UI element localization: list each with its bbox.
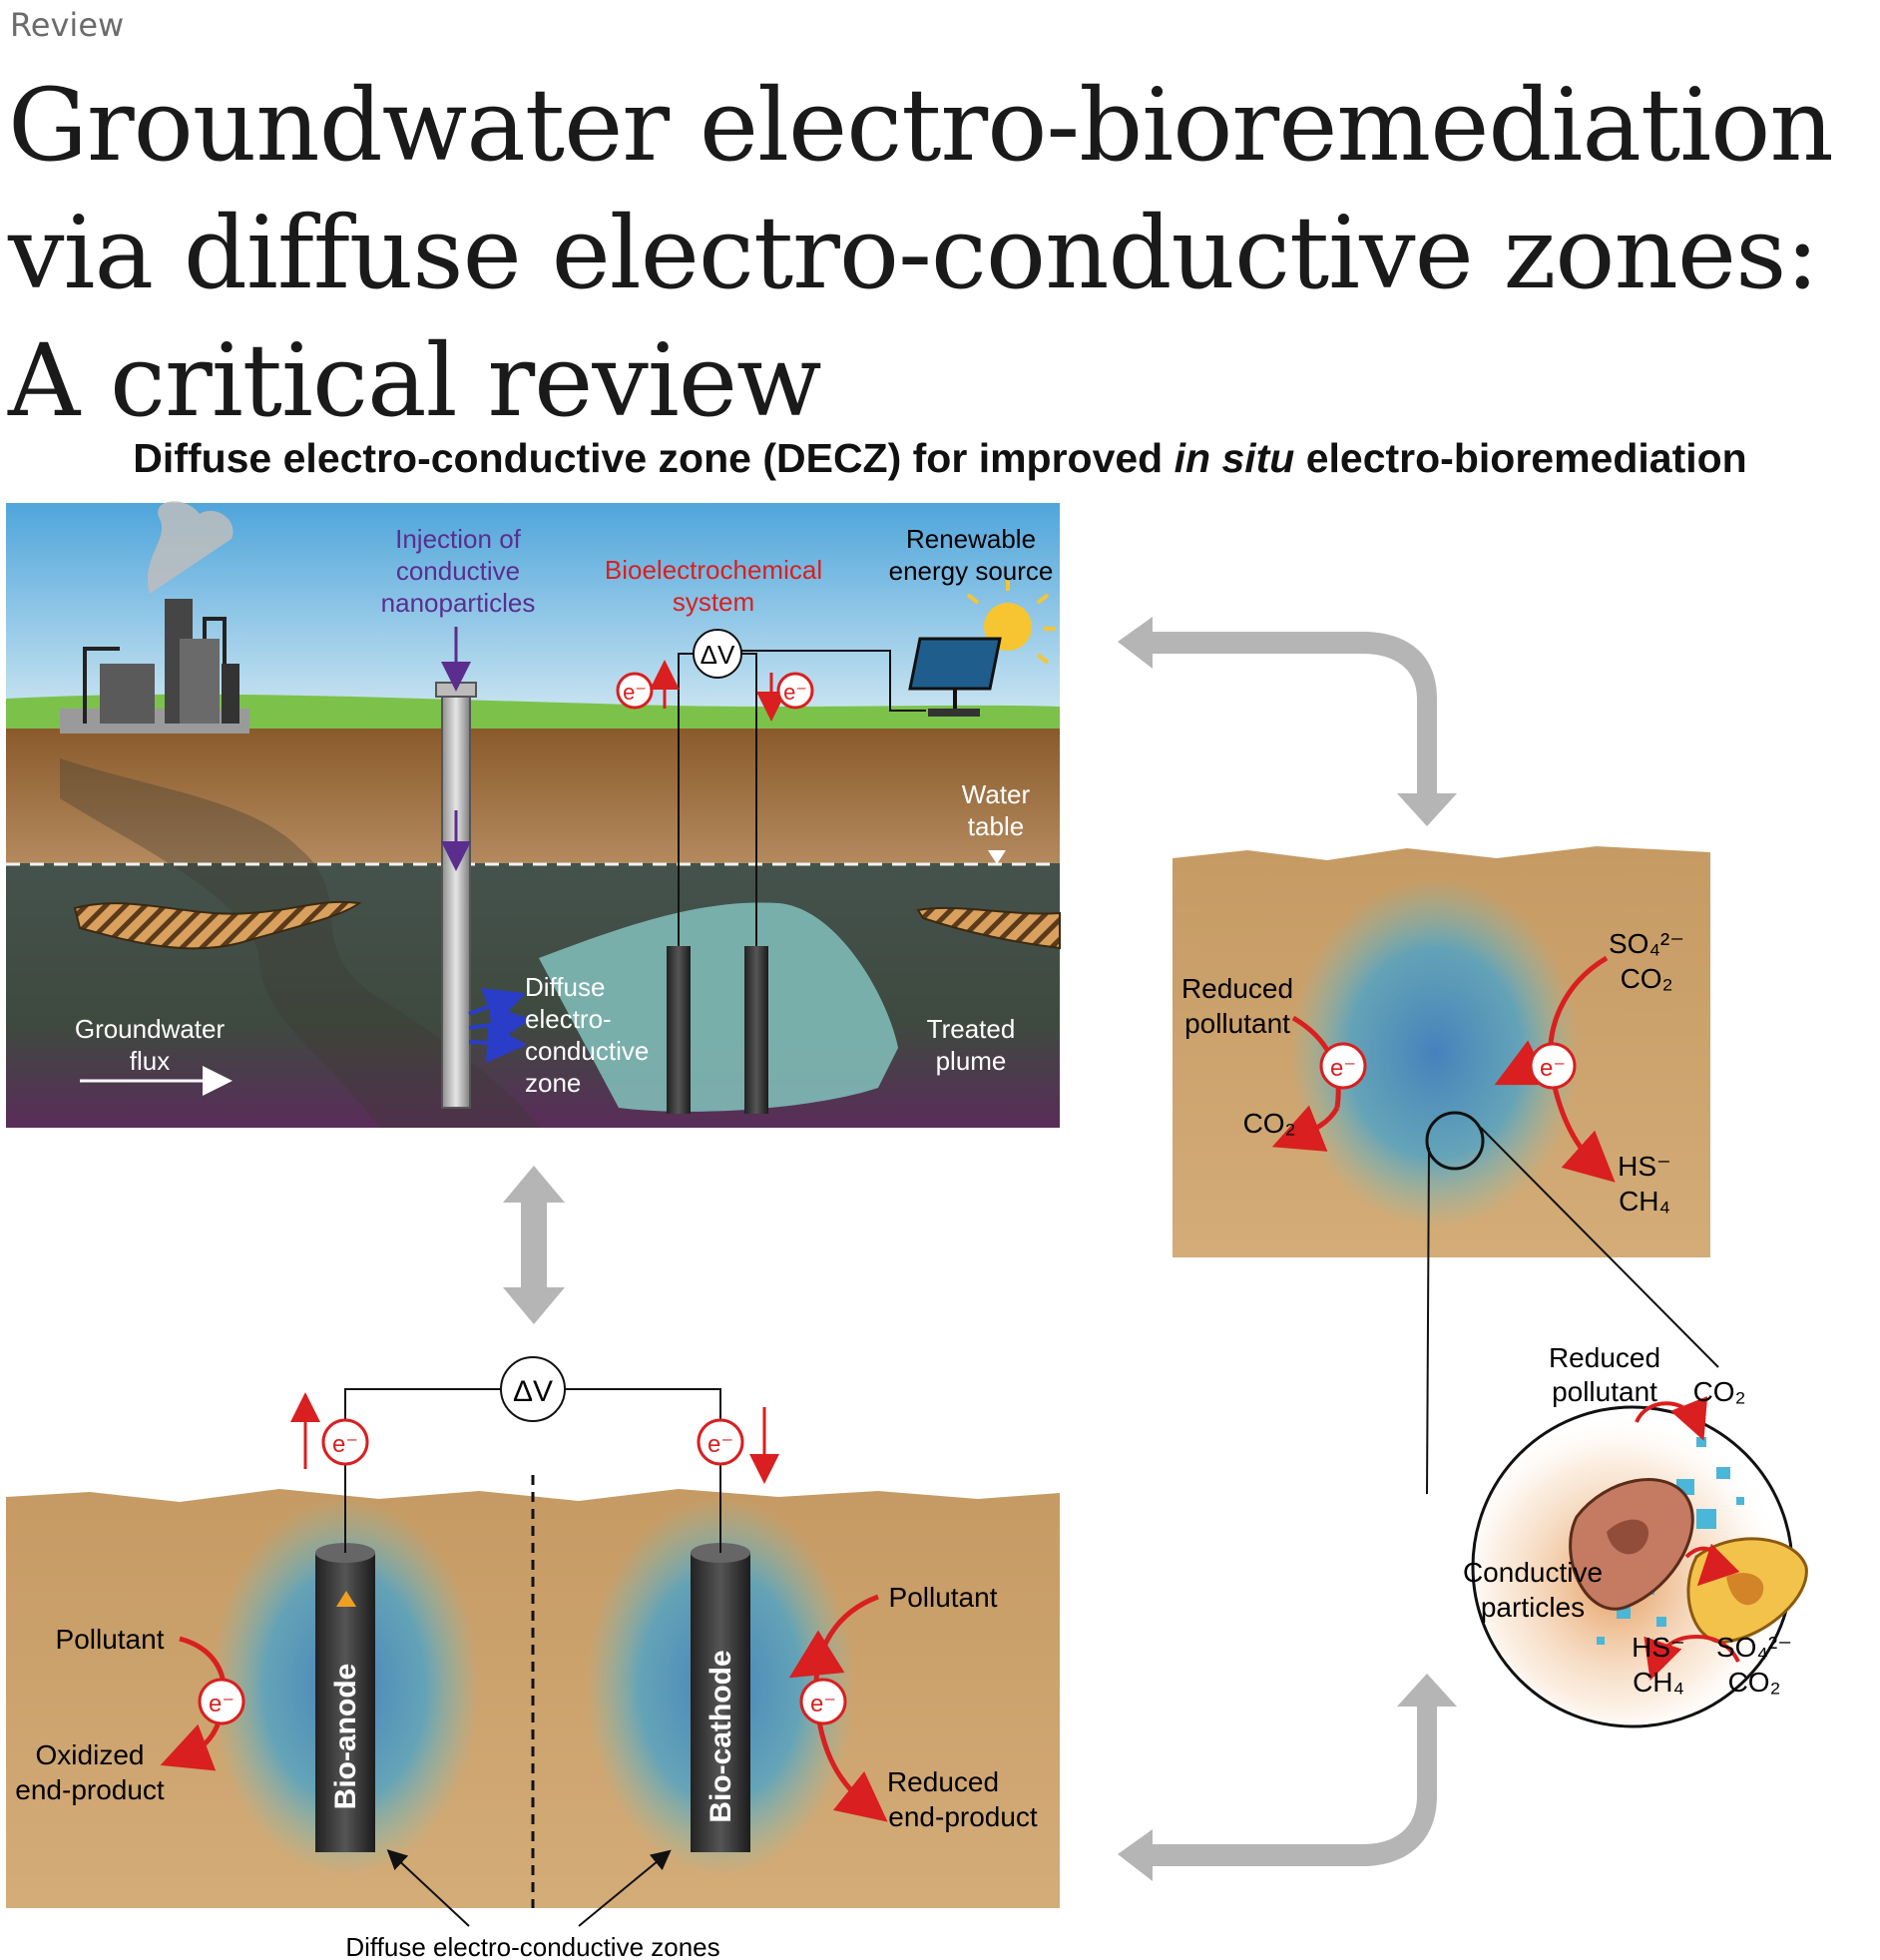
svg-text:CO₂: CO₂	[1728, 1667, 1781, 1698]
svg-text:conductive: conductive	[396, 556, 520, 586]
electron-icon	[776, 672, 814, 710]
svg-text:e⁻: e⁻	[1540, 1055, 1566, 1082]
electron-icon	[198, 1678, 245, 1725]
svg-text:e⁻: e⁻	[783, 680, 807, 705]
svg-text:CO₂: CO₂	[1243, 1108, 1296, 1139]
svg-text:Pollutant: Pollutant	[889, 1582, 998, 1613]
svg-text:e⁻: e⁻	[332, 1431, 358, 1458]
svg-text:Groundwater: Groundwater	[75, 1014, 226, 1044]
electron-icon	[697, 1418, 744, 1466]
svg-text:pollutant: pollutant	[1184, 1008, 1290, 1039]
electron-icon	[616, 672, 654, 710]
svg-text:flux: flux	[130, 1046, 170, 1076]
injection-well	[435, 627, 531, 1109]
svg-text:SO₄²⁻: SO₄²⁻	[1716, 1632, 1792, 1663]
svg-text:e⁻: e⁻	[623, 680, 647, 705]
svg-text:Diffuse electro-conductive zon: Diffuse electro-conductive zones	[345, 1932, 719, 1960]
svg-text:end-product: end-product	[888, 1801, 1038, 1832]
svg-text:Pollutant: Pollutant	[56, 1624, 165, 1655]
electron-icon	[799, 1678, 847, 1725]
svg-text:particles: particles	[1481, 1592, 1585, 1623]
electron-icon	[321, 1418, 369, 1466]
bottom-panel-scene: ΔV e⁻ e⁻ Bio-anode Bio-cathode e⁻ e⁻ Pol…	[6, 1356, 1060, 1960]
bes-electrodes: ΔV e⁻ e⁻	[616, 629, 926, 1114]
svg-text:Conductive: Conductive	[1463, 1557, 1603, 1588]
svg-text:Reduced: Reduced	[887, 1766, 999, 1797]
right-panel-scene: e⁻ e⁻ Reduced pollutant CO₂ SO₄²⁻ CO₂ HS…	[1173, 846, 1719, 1495]
svg-text:ΔV: ΔV	[701, 640, 735, 670]
factory-icon	[60, 501, 249, 734]
svg-text:energy source: energy source	[889, 556, 1054, 586]
svg-text:ΔV: ΔV	[513, 1375, 553, 1408]
svg-text:e⁻: e⁻	[209, 1691, 235, 1717]
svg-text:table: table	[968, 811, 1024, 841]
voltage-source-icon	[500, 1356, 566, 1422]
svg-text:Bioelectrochemical: Bioelectrochemical	[605, 555, 822, 585]
zoom-circle: Reduced pollutant CO₂ Conductive particl…	[1463, 1342, 1808, 1728]
svg-text:e⁻: e⁻	[707, 1431, 733, 1458]
svg-text:HS⁻: HS⁻	[1632, 1632, 1685, 1663]
svg-text:end-product: end-product	[15, 1774, 165, 1805]
svg-text:electro-: electro-	[525, 1004, 612, 1034]
voltage-source-icon	[693, 629, 742, 679]
svg-text:conductive: conductive	[525, 1036, 649, 1066]
figure-heading: Diffuse electro-conductive zone (DECZ) f…	[133, 435, 1747, 481]
svg-text:Reduced: Reduced	[1181, 973, 1293, 1004]
solar-panel-icon	[908, 579, 1056, 717]
svg-text:zone: zone	[525, 1068, 581, 1098]
svg-text:Injection of: Injection of	[395, 524, 522, 554]
svg-text:system: system	[673, 587, 754, 617]
svg-text:e⁻: e⁻	[1330, 1055, 1356, 1082]
article-type: Review	[10, 6, 125, 44]
svg-text:CO₂: CO₂	[1693, 1376, 1746, 1407]
svg-text:e⁻: e⁻	[810, 1691, 836, 1717]
svg-text:plume: plume	[936, 1046, 1007, 1076]
svg-text:CO₂: CO₂	[1621, 963, 1673, 994]
svg-text:Bio-anode: Bio-anode	[329, 1664, 362, 1810]
top-panel-labels: Injection of conductive nanoparticles Bi…	[75, 524, 1054, 1098]
svg-text:SO₄²⁻: SO₄²⁻	[1609, 928, 1684, 959]
svg-text:Bio-cathode: Bio-cathode	[705, 1650, 737, 1822]
svg-text:Water: Water	[962, 779, 1031, 809]
electron-icon	[1319, 1042, 1367, 1090]
electron-icon	[1529, 1042, 1577, 1090]
svg-text:Reduced: Reduced	[1549, 1342, 1660, 1373]
svg-text:Renewable: Renewable	[906, 524, 1036, 554]
svg-text:Oxidized: Oxidized	[36, 1739, 145, 1770]
svg-text:Diffuse: Diffuse	[525, 972, 605, 1002]
svg-text:pollutant: pollutant	[1552, 1376, 1657, 1407]
svg-text:HS⁻: HS⁻	[1618, 1151, 1671, 1182]
svg-text:Treated: Treated	[927, 1014, 1016, 1044]
svg-text:nanoparticles: nanoparticles	[381, 588, 536, 618]
svg-text:CH₄: CH₄	[1619, 1186, 1670, 1217]
svg-text:CH₄: CH₄	[1633, 1667, 1684, 1698]
cycle-arrows	[503, 617, 1457, 1881]
article-title: Groundwater electro-bioremediation via d…	[8, 67, 1834, 439]
